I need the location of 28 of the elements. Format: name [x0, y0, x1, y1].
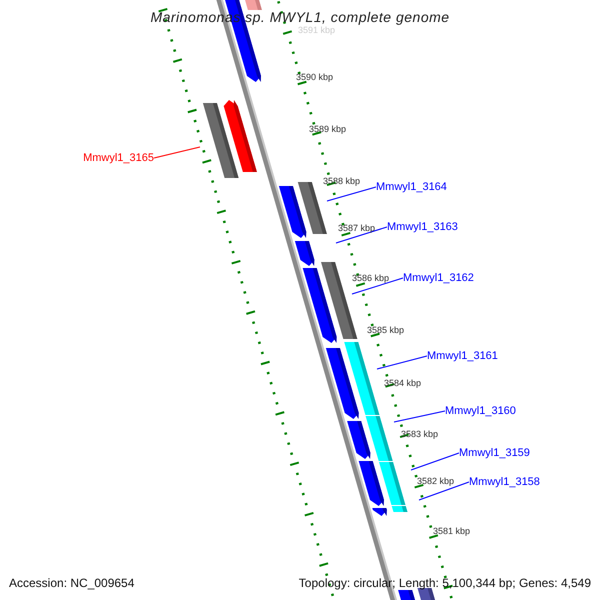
leader-line	[336, 226, 388, 244]
leader-line	[154, 146, 200, 158]
leader-line	[418, 482, 470, 500]
scale-label: 3587 kbp	[338, 224, 376, 233]
gene-label: Mmwyl1_3162	[403, 272, 474, 284]
leader-line	[394, 410, 446, 422]
accession-text: Accession: NC_009654	[9, 575, 134, 592]
gene-label: Mmwyl1_3160	[445, 404, 516, 418]
scale-label: 3584 kbp	[384, 379, 422, 388]
leader-line	[352, 278, 404, 294]
gene-label: Mmwyl1_3159	[459, 446, 530, 460]
gene-label: Mmwyl1_3163	[387, 220, 458, 234]
scale-label: 3581 kbp	[433, 525, 470, 538]
scale-label: 3588 kbp	[323, 175, 360, 188]
leader-line	[376, 356, 428, 370]
leader-line	[410, 452, 460, 470]
scale-label: 3583 kbp	[401, 430, 438, 439]
scale-label: 3586 kbp	[352, 274, 390, 283]
leader-line	[326, 186, 376, 202]
gene-label: Mmwyl1_3165	[83, 152, 154, 164]
scale-label: 3589 kbp	[309, 123, 346, 136]
gene-label: Mmwyl1_3158	[469, 476, 540, 488]
gene-label: Mmwyl1_3161	[427, 350, 498, 362]
genome-info-text: Topology: circular; Length: 5,100,344 bp; Genes: 4,549	[298, 575, 591, 592]
scale-label: 3582 kbp	[417, 477, 454, 486]
scale-label: 3585 kbp	[367, 324, 404, 337]
scale-label: 3590 kbp	[296, 71, 334, 84]
gene-label: Mmwyl1_3164	[376, 180, 447, 194]
